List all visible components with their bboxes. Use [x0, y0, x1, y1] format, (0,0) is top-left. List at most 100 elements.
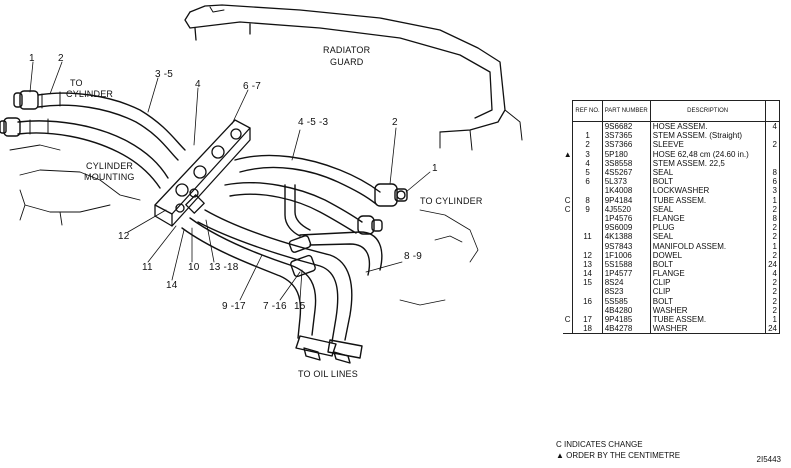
quantity-cell: 1 — [764, 195, 781, 205]
part-number-cell: 3S8558 — [601, 158, 651, 168]
callout-15: 15 — [294, 301, 306, 312]
cylinder-mounting-outline — [9, 144, 141, 226]
ref-no-cell: 1 — [572, 131, 603, 141]
part-number-cell: 5S585 — [601, 296, 651, 306]
engine-outline — [399, 209, 479, 306]
callout-3-5: 3 -5 — [155, 69, 174, 80]
description-cell: SEAL — [649, 232, 766, 242]
ref-no-cell: 8 — [572, 195, 603, 205]
callout-4-5-3: 4 -5 -3 — [298, 117, 329, 128]
quantity-cell: 24 — [764, 259, 781, 269]
callout-2: 2 — [58, 53, 64, 64]
description-cell: BOLT — [649, 259, 766, 269]
ref-no-cell: 17 — [572, 314, 603, 325]
row-mark — [563, 186, 573, 195]
description-cell: FLANGE — [649, 213, 766, 224]
part-number-cell: 4S5267 — [601, 167, 651, 178]
row-mark — [563, 223, 573, 232]
part-number-cell: 9S6009 — [601, 223, 651, 233]
description-cell: WASHER — [649, 324, 766, 335]
ref-no-cell — [572, 121, 603, 132]
ref-no-cell — [572, 223, 603, 233]
callout-6-7: 6 -7 — [243, 81, 262, 92]
ref-no-cell: 6 — [572, 177, 603, 187]
description-cell: WASHER — [649, 305, 766, 315]
cylinder-mounting-label-line2: MOUNTING — [84, 172, 135, 182]
description-cell: PLUG — [649, 223, 766, 233]
figure-number: 2I5443 — [756, 455, 781, 464]
quantity-cell: 1 — [764, 241, 781, 251]
callout-to-cylinder-left-line2: CYLINDER — [66, 89, 114, 99]
part-number-cell: 4B4278 — [601, 324, 651, 335]
quantity-cell: 2 — [764, 305, 781, 315]
part-number-cell: 4B4280 — [601, 305, 651, 315]
ref-no-cell: 2 — [572, 140, 603, 150]
quantity-cell: 2 — [764, 223, 781, 233]
row-mark: ▲ — [563, 149, 572, 159]
ref-no-cell — [572, 287, 603, 297]
quantity-cell: 2 — [764, 140, 781, 150]
callout-7-16: 7 -16 — [263, 301, 287, 312]
description-cell: CLIP — [649, 287, 766, 297]
callout-12: 12 — [118, 231, 130, 242]
callout-13-18: 13 -18 — [209, 262, 239, 273]
parts-table-header: REF NO. PART NUMBER DESCRIPTION — [563, 100, 781, 122]
hydraulic-lines-drawing — [0, 4, 523, 364]
row-mark — [563, 214, 573, 223]
description-cell: SEAL — [649, 204, 766, 214]
description-cell: SEAL — [649, 167, 766, 178]
part-number-cell: 3S7366 — [601, 140, 651, 150]
ref-no-cell: 11 — [572, 232, 603, 242]
ref-no-cell — [572, 305, 603, 315]
description-cell: BOLT — [649, 177, 766, 187]
description-cell: MANIFOLD ASSEM. — [649, 241, 766, 251]
row-mark — [563, 241, 573, 250]
description-cell: SLEEVE — [649, 140, 766, 150]
radiator-guard — [184, 4, 523, 151]
quantity-cell: 3 — [764, 186, 781, 196]
part-number-cell: 1F1006 — [601, 250, 651, 260]
ref-no-cell — [572, 241, 603, 251]
ref-no-cell: 16 — [572, 296, 603, 306]
footnote-order-by-centimetre: ▲ ORDER BY THE CENTIMETRE — [556, 451, 681, 460]
row-mark — [563, 297, 573, 306]
quantity-cell: 2 — [764, 250, 781, 260]
quantity-cell: 24 — [764, 324, 781, 335]
part-number-cell: 5L373 — [601, 177, 651, 187]
row-mark: C — [564, 195, 571, 205]
description-cell: HOSE ASSEM. — [649, 121, 766, 132]
description-cell: TUBE ASSEM. — [649, 195, 766, 205]
row-mark — [563, 251, 573, 260]
part-number-cell: 8S24 — [601, 278, 651, 288]
radiator-guard-label-line1: RADIATOR — [323, 45, 371, 55]
row-mark — [563, 269, 573, 278]
callout-8-9: 8 -9 — [404, 251, 423, 262]
to-oil-lines-label: TO OIL LINES — [298, 369, 358, 379]
part-number-cell: 5P180 — [601, 149, 651, 159]
row-mark — [563, 168, 573, 177]
description-cell: STEM ASSEM. 22,5 — [649, 158, 766, 168]
quantity-cell: 8 — [764, 167, 781, 178]
ref-no-cell: 3 — [572, 149, 603, 159]
quantity-cell — [764, 149, 781, 159]
part-number-cell: 5S1588 — [601, 259, 651, 269]
part-number-cell: 8S23 — [601, 287, 651, 297]
part-number-cell: 1P4577 — [601, 269, 651, 279]
row-mark: C — [564, 204, 571, 214]
